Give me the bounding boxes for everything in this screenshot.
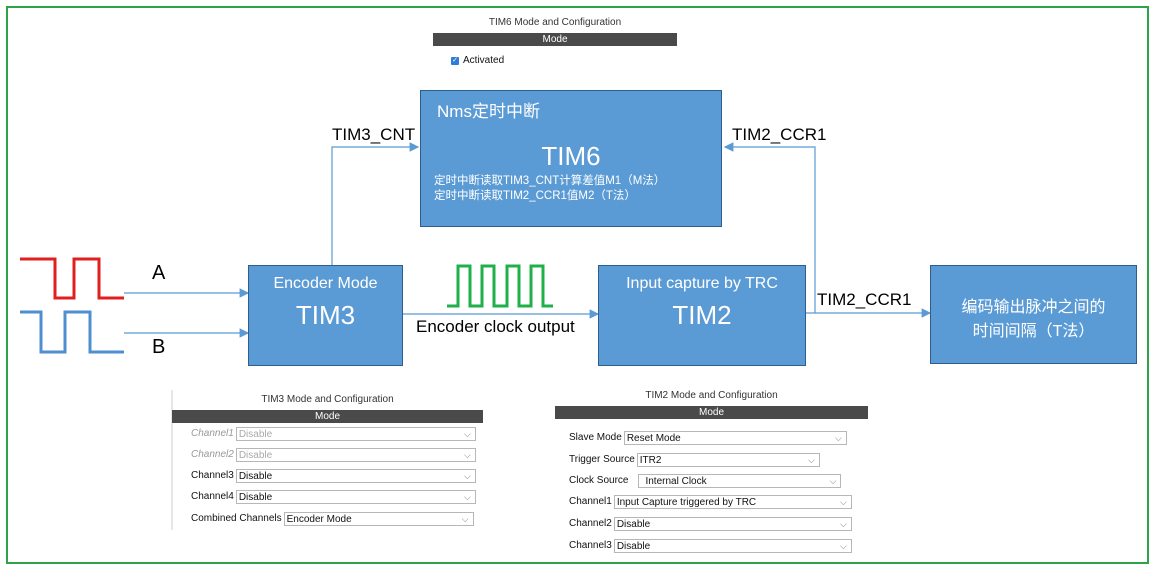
select-value: Disable — [238, 449, 273, 461]
tim3-panel-title: TIM3 Mode and Configuration — [261, 394, 394, 405]
tim6-name: TIM6 — [541, 141, 601, 171]
signal-a-waveform — [20, 257, 124, 300]
output-box: 编码输出脉冲之间的 时间间隔（T法） — [930, 265, 1137, 364]
tim2-heading: Input capture by TRC — [626, 275, 778, 292]
checkbox-checked-icon[interactable]: ✓ — [451, 56, 459, 65]
tim3-box: Encoder Mode TIM3 — [248, 265, 403, 366]
arrow-tim3-cnt-to-tim6 — [331, 142, 420, 265]
tim2-row-label: Trigger Source — [569, 454, 635, 465]
chevron-down-icon: ⌵ — [463, 491, 471, 502]
tim2-row-label: Channel3 — [569, 540, 612, 551]
tim6-mode-bar: Mode — [433, 33, 677, 46]
tim3-mode-bar: Mode — [172, 410, 483, 423]
chevron-down-icon: ⌵ — [839, 540, 847, 551]
tim2-mode-bar: Mode — [555, 406, 868, 419]
select-value: Disable — [616, 540, 651, 552]
chevron-down-icon: ⌵ — [829, 475, 837, 486]
tim6-activated-row[interactable]: ✓ Activated — [451, 53, 504, 68]
select-value: Input Capture triggered by TRC — [616, 496, 757, 508]
label-a: A — [152, 262, 166, 284]
tim2-slave-mode-select[interactable]: Reset Mode ⌵ — [623, 430, 847, 445]
tim2-channel1-select[interactable]: Input Capture triggered by TRC ⌵ — [613, 494, 852, 509]
tim2-row-slave-mode: Slave Mode Reset Mode ⌵ — [569, 430, 847, 445]
tim3-name: TIM3 — [295, 300, 356, 330]
tim2-row-channel1: Channel1 Input Capture triggered by TRC ⌵ — [569, 494, 852, 509]
tim2-channel2-select[interactable]: Disable ⌵ — [613, 516, 852, 531]
select-value: ITR2 — [639, 454, 662, 466]
tim6-panel-title: TIM6 Mode and Configuration — [488, 17, 622, 28]
tim3-channel4-select[interactable]: Disable ⌵ — [235, 489, 476, 504]
tim3-combined-channels-select[interactable]: Encoder Mode ⌵ — [283, 511, 474, 526]
tim3-row-channel4: Channel4 Disable ⌵ — [191, 489, 476, 504]
label-tim3-cnt: TIM3_CNT — [332, 125, 416, 144]
label-tim2-ccr1-right: TIM2_CCR1 — [817, 290, 912, 309]
chevron-down-icon: ⌵ — [807, 454, 815, 465]
tim2-panel-title: TIM2 Mode and Configuration — [645, 390, 778, 401]
chevron-down-icon: ⌵ — [839, 496, 847, 507]
tim2-box: Input capture by TRC TIM2 — [598, 265, 806, 366]
output-line2: 时间间隔（T法） — [972, 323, 1095, 340]
tim2-row-channel2: Channel2 Disable ⌵ — [569, 516, 852, 531]
tim3-row-channel1: Channel1 Disable ⌵ — [191, 426, 476, 441]
chevron-down-icon: ⌵ — [461, 513, 469, 524]
label-b: B — [152, 336, 166, 358]
tim3-channel2-select[interactable]: Disable ⌵ — [235, 447, 476, 462]
tim3-channel3-select[interactable]: Disable ⌵ — [235, 468, 476, 483]
tim2-row-label: Channel2 — [569, 518, 612, 529]
tim6-heading: Nms定时中断 — [437, 102, 540, 121]
tim3-row-label: Channel4 — [191, 491, 234, 502]
tim2-row-channel3: Channel3 Disable ⌵ — [569, 538, 852, 553]
select-value: Reset Mode — [626, 432, 681, 444]
tim3-row-combined-channels: Combined Channels Encoder Mode ⌵ — [191, 511, 474, 526]
tim3-heading: Encoder Mode — [273, 275, 378, 292]
arrow-tim2-ccr1-to-tim6 — [723, 142, 816, 313]
label-tim2-ccr1-top: TIM2_CCR1 — [732, 125, 827, 144]
signal-b-waveform — [20, 310, 124, 354]
select-value: Internal Clock — [645, 475, 707, 487]
chevron-down-icon: ⌵ — [463, 449, 471, 460]
select-value: Disable — [238, 470, 273, 482]
chevron-down-icon: ⌵ — [463, 470, 471, 481]
tim3-row-label: Channel1 — [191, 428, 234, 439]
tim2-trigger-source-select[interactable]: ITR2 ⌵ — [636, 452, 820, 467]
tim6-line1: 定时中断读取TIM3_CNT计算差值M1（M法） — [434, 175, 666, 187]
encoder-clock-waveform — [447, 264, 553, 308]
select-value: Disable — [238, 428, 273, 440]
tim2-row-label: Channel1 — [569, 496, 612, 507]
tim6-activated-label: Activated — [463, 55, 505, 66]
chevron-down-icon: ⌵ — [834, 432, 842, 443]
chevron-down-icon: ⌵ — [463, 428, 471, 439]
tim3-channel1-select[interactable]: Disable ⌵ — [235, 426, 476, 441]
tim3-row-label: Combined Channels — [191, 513, 282, 524]
tim2-clock-source-select[interactable]: Internal Clock ⌵ — [638, 473, 842, 488]
tim2-row-clock-source: Clock Source Internal Clock ⌵ — [569, 473, 842, 488]
chevron-down-icon: ⌵ — [839, 518, 847, 529]
output-line1: 编码输出脉冲之间的 — [961, 299, 1106, 316]
tim2-name: TIM2 — [672, 300, 732, 330]
tim2-channel3-select[interactable]: Disable ⌵ — [613, 538, 852, 553]
tim2-row-label: Clock Source — [569, 475, 629, 486]
tim2-row-trigger-source: Trigger Source ITR2 ⌵ — [569, 452, 820, 467]
tim3-row-channel2: Channel2 Disable ⌵ — [191, 447, 476, 462]
tim2-row-label: Slave Mode — [569, 432, 622, 443]
select-value: Disable — [616, 518, 651, 530]
label-encoder-clock: Encoder clock output — [416, 317, 575, 336]
select-value: Disable — [238, 491, 273, 503]
tim3-row-label: Channel2 — [191, 449, 234, 460]
select-value: Encoder Mode — [286, 513, 352, 525]
tim6-line2: 定时中断读取TIM2_CCR1值M2（T法） — [434, 190, 636, 202]
tim6-box: Nms定时中断 TIM6 定时中断读取TIM3_CNT计算差值M1（M法） 定时… — [420, 90, 722, 227]
tim3-row-label: Channel3 — [191, 470, 234, 481]
diagram-frame — [6, 6, 1149, 564]
tim3-row-channel3: Channel3 Disable ⌵ — [191, 468, 476, 483]
